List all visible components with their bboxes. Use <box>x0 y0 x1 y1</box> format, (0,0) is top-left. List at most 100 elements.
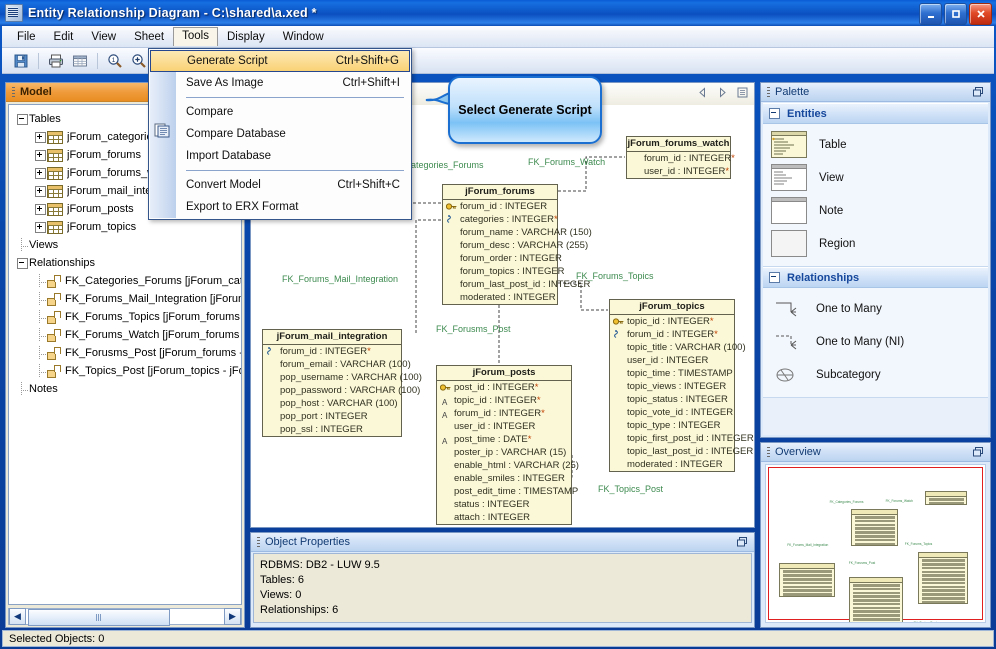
tree-item[interactable]: jForum_topics <box>15 218 241 236</box>
tree-item[interactable]: jForum_categories <box>15 128 241 146</box>
hscroll-thumb[interactable] <box>28 609 170 626</box>
tree-expand-icon[interactable] <box>33 202 47 216</box>
overview-restore-button[interactable] <box>972 446 990 458</box>
tree-item[interactable]: Notes <box>15 380 241 398</box>
column-text: status : INTEGER <box>454 499 530 510</box>
relationship-label: FK_Forums_Topics <box>576 271 654 281</box>
palette-item-view[interactable]: View <box>763 161 988 194</box>
hscroll-track[interactable] <box>26 609 224 626</box>
scroll-left-button[interactable]: ◀ <box>9 608 26 625</box>
menu-view[interactable]: View <box>91 30 117 43</box>
tree-collapse-icon[interactable] <box>15 112 29 126</box>
menu-item-compare[interactable]: Compare <box>150 101 410 123</box>
grid-icon[interactable] <box>69 50 91 72</box>
next-page-icon[interactable] <box>717 87 728 101</box>
overview-relationship-label: FK_Forums_Watch <box>885 498 913 503</box>
tree-item[interactable]: FK_Categories_Forums [jForum_categories … <box>15 272 241 290</box>
menu-item-import-database[interactable]: Import Database <box>150 145 410 167</box>
palette-group-relationships[interactable]: Relationships <box>763 267 988 288</box>
menu-edit[interactable]: Edit <box>53 30 74 43</box>
collapse-minus-icon[interactable] <box>769 272 780 283</box>
menu-window[interactable]: Window <box>282 30 324 43</box>
object-properties-title: Object Properties <box>265 536 350 548</box>
scroll-right-button[interactable]: ▶ <box>224 608 241 625</box>
model-tree-hscrollbar[interactable]: ◀ ▶ <box>8 608 242 626</box>
menu-item-label: Import Database <box>186 150 272 162</box>
page-view-icon[interactable] <box>737 87 748 101</box>
print-icon[interactable] <box>45 50 67 72</box>
menu-file[interactable]: File <box>17 30 36 43</box>
tree-item[interactable]: FK_Forusms_Post [jForum_forums - jForum_… <box>15 344 241 362</box>
entity-column: topic_type : INTEGER <box>610 419 734 432</box>
palette-item-one-to-many-ni-label: One to Many (NI) <box>816 335 905 348</box>
tree-item[interactable]: FK_Forums_Watch [jForum_forums - jForum_… <box>15 326 241 344</box>
tree-item-label: Relationships <box>29 257 96 269</box>
palette-group-entities[interactable]: Entities <box>763 103 988 124</box>
maximize-button[interactable] <box>944 3 967 25</box>
palette-restore-button[interactable] <box>972 86 990 98</box>
palette-item-region[interactable]: Region <box>763 227 988 260</box>
column-text: forum_name : VARCHAR (150) <box>460 227 592 238</box>
tree-item[interactable]: Tables <box>15 110 241 128</box>
overview-caption: Overview <box>761 443 990 462</box>
menu-item-export-to-erx-format[interactable]: Export to ERX Format <box>150 196 410 218</box>
palette-item-subcategory[interactable]: Subcategory <box>763 358 988 391</box>
tree-collapse-icon[interactable] <box>15 256 29 270</box>
collapse-minus-icon[interactable] <box>769 108 780 119</box>
menu-item-compare-database[interactable]: Compare Database <box>150 123 410 145</box>
column-text: topic_vote_id : INTEGER <box>627 407 734 418</box>
palette-item-one-to-many-ni[interactable]: One to Many (NI) <box>763 325 988 358</box>
column-text: pop_password : VARCHAR (100) <box>280 385 421 396</box>
tree-item[interactable]: jForum_forums <box>15 146 241 164</box>
tree-expand-icon[interactable] <box>33 148 47 162</box>
palette-item-note[interactable]: Note <box>763 194 988 227</box>
drag-grip-icon[interactable] <box>257 536 260 548</box>
palette-item-one-to-many[interactable]: One to Many <box>763 292 988 325</box>
relationship-icon <box>47 311 61 324</box>
tree-expand-icon[interactable] <box>33 166 47 180</box>
tree-expand-icon[interactable] <box>33 130 47 144</box>
menu-display[interactable]: Display <box>227 30 265 43</box>
tree-item[interactable]: FK_Forums_Mail_Integration [jForum_forum… <box>15 290 241 308</box>
prop-tables: Tables: 6 <box>260 574 305 586</box>
tree-item[interactable]: FK_Forums_Topics [jForum_forums - jForum… <box>15 308 241 326</box>
tree-item[interactable]: FK_Topics_Post [jForum_topics - jForum_p… <box>15 362 241 380</box>
overview-relationship-label: FK_Forusms_Post <box>848 561 876 566</box>
drag-grip-icon[interactable] <box>12 86 15 98</box>
drag-grip-icon[interactable] <box>767 86 770 98</box>
tree-expand-icon[interactable] <box>33 220 47 234</box>
menu-tools[interactable]: Tools <box>173 27 218 46</box>
close-button[interactable] <box>969 3 992 25</box>
object-properties-restore-button[interactable] <box>736 536 754 548</box>
tree-item[interactable]: Views <box>15 236 241 254</box>
palette-item-table[interactable]: Table <box>763 128 988 161</box>
title-bar: Entity Relationship Diagram - C:\shared\… <box>0 0 996 26</box>
save-icon[interactable] <box>10 50 32 72</box>
prop-views: Views: 0 <box>260 589 302 601</box>
entity-column: topic_first_post_id : INTEGER <box>610 432 754 445</box>
zoom-actual-icon[interactable]: 1 <box>104 50 126 72</box>
tree-item[interactable]: jForum_posts <box>15 200 241 218</box>
prev-page-icon[interactable] <box>697 87 708 101</box>
tree-item[interactable]: Relationships <box>15 254 241 272</box>
zoom-in-icon[interactable] <box>128 50 150 72</box>
entity-column: status : INTEGER <box>437 498 571 511</box>
tree-expand-icon[interactable] <box>33 184 47 198</box>
entity-column: topic_vote_id : INTEGER <box>610 406 734 419</box>
menu-sheet[interactable]: Sheet <box>134 30 165 43</box>
view-swatch-icon <box>771 164 807 191</box>
menu-item-label: Save As Image <box>186 77 264 89</box>
minimize-button[interactable] <box>919 3 942 25</box>
drag-grip-icon[interactable] <box>767 446 770 458</box>
